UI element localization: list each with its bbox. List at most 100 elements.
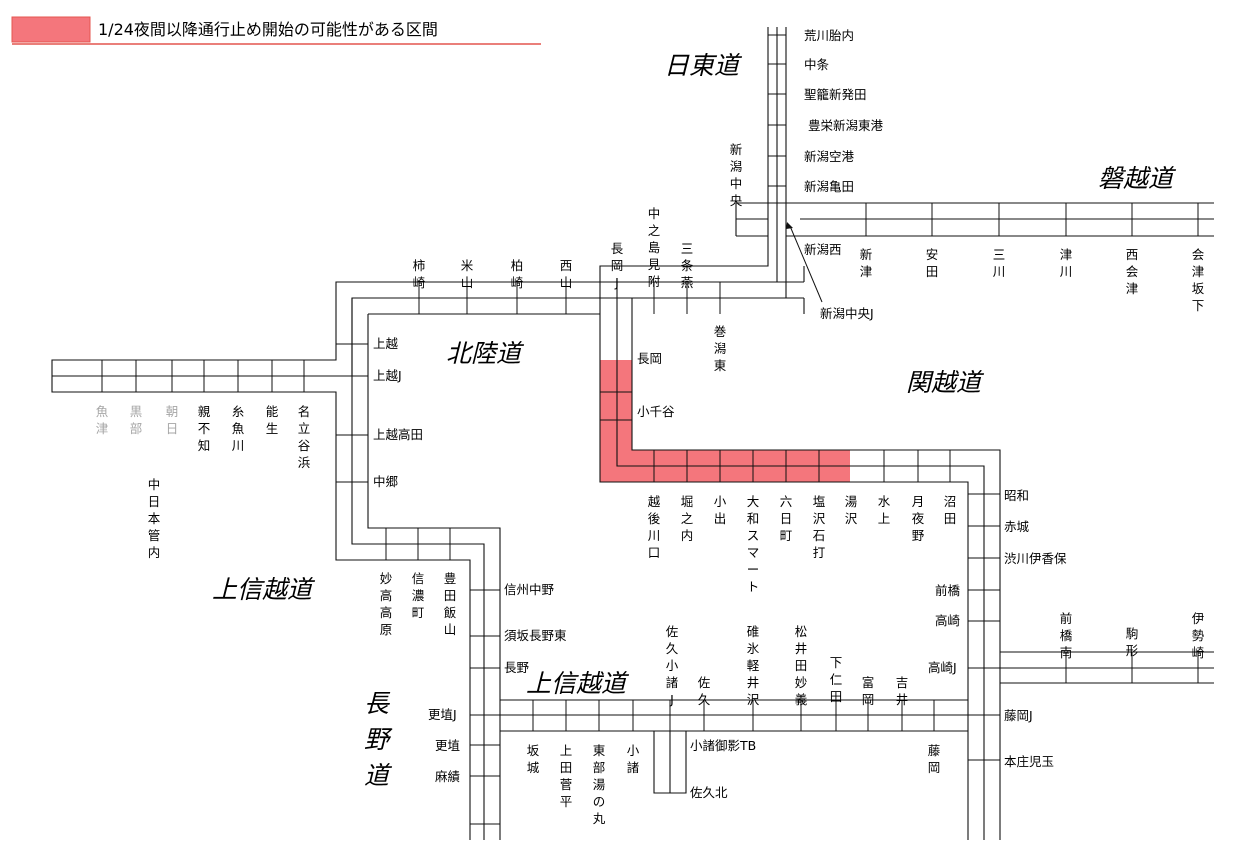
station-nakago: 中郷 xyxy=(373,474,399,489)
highway-labels: 日東道 磐越道 北陸道 関越道 上信越道 上信越道 長野道 xyxy=(212,51,1177,790)
station-nagaoka: 長岡 xyxy=(637,351,662,366)
station-horinouchi: 堀之内 xyxy=(681,494,694,543)
road-hokuriku-inner xyxy=(351,298,485,840)
station-nagano: 長野 xyxy=(504,660,530,675)
legend-swatch xyxy=(11,16,91,43)
legend: 1/24夜間以降通行止め開始の可能性がある区間 xyxy=(11,16,541,45)
highway-label-joshinetsu-east: 上信越道 xyxy=(526,669,630,698)
station-fujioka-j: 藤岡J xyxy=(1004,708,1033,723)
station-fujioka: 藤岡 xyxy=(928,743,941,775)
road-nittou-outer xyxy=(599,27,969,840)
station-tomioka: 富岡 xyxy=(862,675,875,707)
station-showa: 昭和 xyxy=(1004,488,1029,503)
station-itoigawa: 糸魚川 xyxy=(232,404,245,453)
station-suzaka: 須坂長野東 xyxy=(504,628,567,643)
station-minakami: 水上 xyxy=(878,494,891,526)
station-omi: 麻績 xyxy=(435,769,460,784)
station-koshoku-j: 更埴J xyxy=(428,707,457,722)
station-saku: 佐久 xyxy=(698,675,711,707)
station-toyota-iiyama: 豊田飯山 xyxy=(444,571,457,637)
station-sanjo: 三条燕 xyxy=(681,241,694,290)
station-ticks xyxy=(101,34,1199,825)
highway-label-joshinetsu-west: 上信越道 xyxy=(212,575,316,604)
station-komagata: 駒形 xyxy=(1126,626,1139,658)
station-yoneyama: 米山 xyxy=(461,258,474,290)
station-niigata-chuo: 新潟中央 xyxy=(730,142,743,208)
station-arakawa-tainai: 荒川胎内 xyxy=(804,28,854,43)
station-tsukiyono: 月夜野 xyxy=(912,494,925,543)
closure-section xyxy=(600,360,850,482)
station-asahi: 朝日 xyxy=(166,404,179,436)
station-matsuida: 松井田妙義 xyxy=(795,624,808,707)
station-akagi: 赤城 xyxy=(1004,519,1030,534)
station-sakaki: 坂城 xyxy=(527,743,540,775)
highway-label-nagano: 長野道 xyxy=(364,689,393,790)
station-niigata-nishi: 新潟西 xyxy=(804,242,842,257)
road-hokuriku-mid xyxy=(52,297,804,377)
station-seiro-shibata: 聖籠新発田 xyxy=(804,87,867,102)
station-tsugawa: 津川 xyxy=(1060,247,1073,279)
station-niigata-kameda: 新潟亀田 xyxy=(804,179,854,194)
station-yamato-smart: 大和スマート xyxy=(747,494,760,594)
legend-label: 1/24夜間以降通行止め開始の可能性がある区間 xyxy=(98,20,438,39)
station-kakizaki: 柿崎 xyxy=(413,258,426,290)
station-mikawa: 三川 xyxy=(993,247,1006,279)
station-oyashirazu: 親不知 xyxy=(198,404,211,453)
station-maki: 巻潟東 xyxy=(714,324,727,373)
station-tomi: 東部湯の丸 xyxy=(593,743,606,826)
station-isesaki: 伊勢崎 xyxy=(1192,611,1205,660)
road-nittou-mid xyxy=(616,27,985,840)
station-nou: 能生 xyxy=(266,404,279,436)
station-koide: 小出 xyxy=(714,494,727,526)
road-nittou-inner xyxy=(631,27,1001,840)
station-shibukawa: 渋川伊香保 xyxy=(1004,551,1067,566)
niigata-chuo-j-pointer xyxy=(789,225,823,303)
station-nadachi: 名立谷浜 xyxy=(298,404,311,470)
station-nakanoshima: 中之島見附 xyxy=(648,206,661,289)
station-ueda: 上田菅平 xyxy=(560,743,573,809)
road-hokuriku-core xyxy=(367,313,600,840)
road-joshinetsu-outer xyxy=(500,699,968,732)
station-joetsu-j: 上越J xyxy=(373,368,402,383)
station-usui: 碓氷軽井沢 xyxy=(747,624,760,707)
station-niitsu: 新津 xyxy=(860,247,873,279)
station-shiozawa: 塩沢石打 xyxy=(813,494,826,560)
station-shimonita: 下仁田 xyxy=(830,655,843,704)
station-nishiyama: 西山 xyxy=(560,258,573,290)
station-numata: 沼田 xyxy=(944,494,957,526)
station-yuzawa: 湯沢 xyxy=(845,494,858,526)
station-toyosaka: 豊栄新潟東港 xyxy=(808,118,884,133)
station-nishi-aizu: 西会津 xyxy=(1126,247,1139,296)
station-maebashi: 前橋 xyxy=(935,583,961,598)
station-ojiya: 小千谷 xyxy=(637,404,675,419)
station-kashiwazaki: 柏崎 xyxy=(511,258,524,290)
station-shinanomachi: 信濃町 xyxy=(412,571,425,620)
road-kitakanto xyxy=(1000,651,1214,684)
station-kurobe: 黒部 xyxy=(130,404,143,436)
road-hokuriku-outer xyxy=(51,281,804,840)
station-niigata-airport: 新潟空港 xyxy=(804,149,855,164)
station-chubu-kanshu: 中日本管内 xyxy=(148,477,161,560)
station-joetsu-takada: 上越高田 xyxy=(373,427,423,442)
station-takasaki-j: 高崎J xyxy=(928,660,957,675)
station-niigata-chuo-j: 新潟中央J xyxy=(820,306,874,321)
station-yasuda: 安田 xyxy=(926,247,939,279)
station-maebashi-minami: 前橋南 xyxy=(1060,611,1073,660)
station-komoro: 小諸 xyxy=(627,743,640,775)
station-nakajo: 中条 xyxy=(804,57,830,72)
station-saku-kita: 佐久北 xyxy=(690,785,728,800)
station-koshoku: 更埴 xyxy=(435,738,460,753)
station-myoko: 妙高高原 xyxy=(380,571,393,637)
station-takasaki: 高崎 xyxy=(935,613,961,628)
station-muikamachi: 六日町 xyxy=(780,494,793,543)
road-lines xyxy=(51,27,1214,840)
station-yoshii: 吉井 xyxy=(896,675,909,707)
station-honjo: 本庄児玉 xyxy=(1004,754,1054,769)
station-labels-horizontal: 荒川胎内 中条 聖籠新発田 豊栄新潟東港 新潟空港 新潟亀田 新潟西 新潟中央J… xyxy=(373,28,1067,800)
station-joetsu: 上越 xyxy=(373,336,399,351)
highway-label-bandai: 磐越道 xyxy=(1098,164,1177,193)
